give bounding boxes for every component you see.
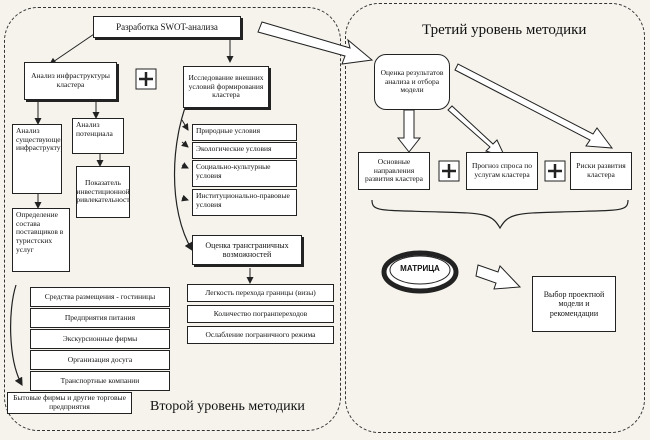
supplier-hotels: Средства размещения - гостиницы: [30, 287, 170, 307]
supplier-food: Предприятия питания: [30, 308, 170, 328]
supplier-leisure: Организация досуга: [30, 350, 170, 370]
border-item-regime: Ослабление пограничного режима: [187, 326, 334, 344]
crossborder-box: Оценка трансграничных возможностей: [192, 235, 302, 265]
plus-icon: [544, 160, 566, 182]
potential-box: Анализ потенциала: [72, 118, 124, 154]
supplier-other: Бытовые фирмы и другие торговые предприя…: [7, 392, 132, 414]
swot-box: Разработка SWOT-анализа: [93, 16, 241, 38]
level2-panel: [4, 7, 341, 431]
matrix-label: МАТРИЦА: [400, 264, 440, 273]
plus-icon: [438, 160, 460, 182]
suppliers-box: Определение состава поставщиков в турист…: [12, 208, 70, 272]
infra-box: Анализ инфраструктуры кластера: [24, 62, 117, 100]
level3-panel: [345, 3, 645, 433]
level3-heading: Третий уровень методики: [422, 22, 587, 38]
condition-ecological: Экологические условия: [192, 142, 297, 159]
investment-box: Показатель инвестиционной привлекательно…: [76, 166, 130, 218]
condition-institutional: Институционально-правовые условия: [192, 189, 297, 216]
supplier-transport: Транспортные компании: [30, 371, 170, 391]
existing-box: Анализ существующей инфраструктуры: [12, 124, 62, 194]
external-box: Исследование внешних условий формировани…: [183, 66, 269, 108]
level2-heading: Второй уровень методики: [150, 399, 305, 414]
border-item-crossings: Количество погранпереходов: [187, 305, 334, 323]
condition-natural: Природные условия: [192, 124, 297, 141]
condition-sociocultural: Социально-культурные условия: [192, 160, 297, 187]
risks-box: Риски развития кластера: [570, 152, 632, 190]
directions-box: Основные направления развития кластера: [358, 152, 430, 190]
choice-box: Выбор проектной модели и рекомендации: [532, 276, 616, 332]
supplier-excursion: Экскурсионные фирмы: [30, 329, 170, 349]
evaluation-box: Оценка результатов анализа и отбора моде…: [374, 54, 450, 110]
forecast-box: Прогноз спроса по услугам кластера: [466, 152, 538, 190]
plus-icon: [135, 68, 157, 90]
border-item-visa: Легкость перехода границы (визы): [187, 284, 334, 302]
